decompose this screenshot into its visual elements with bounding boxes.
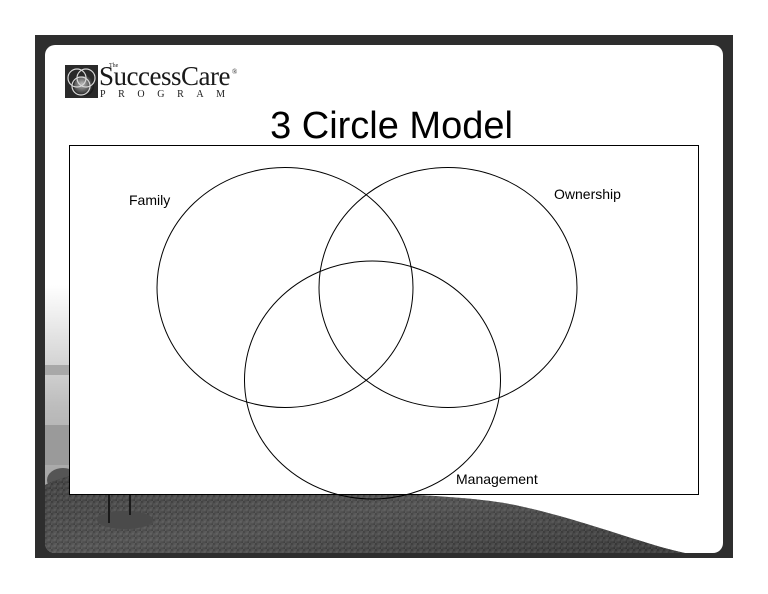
ownership-label: Ownership	[554, 186, 621, 202]
slide-title: 3 Circle Model	[270, 105, 513, 147]
logo-the-text: The	[109, 63, 119, 69]
logo-name-text: SuccessCare	[99, 61, 230, 91]
family-label: Family	[129, 192, 171, 208]
registered-mark: ®	[232, 68, 238, 76]
management-label: Management	[456, 471, 538, 487]
three-circles-logo-icon	[65, 65, 98, 98]
logo-program-text: PROGRAM	[100, 89, 238, 100]
successcare-logo: The SuccessCare ® PROGRAM	[65, 63, 245, 103]
